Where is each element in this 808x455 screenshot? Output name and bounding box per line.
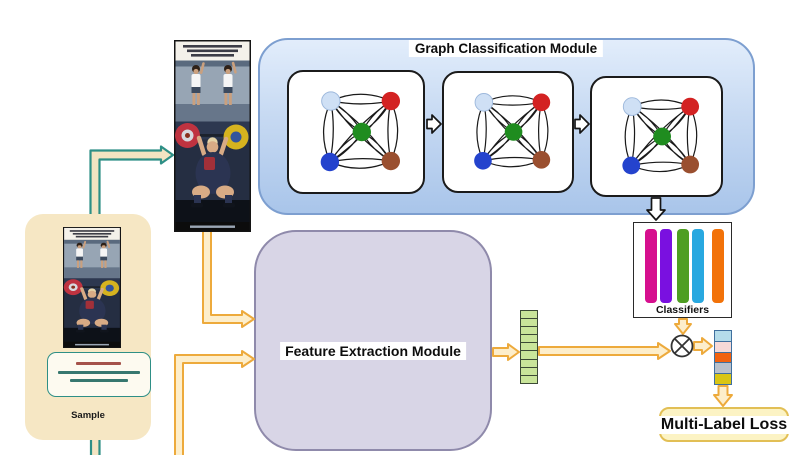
- graph-stage: [590, 76, 723, 197]
- caption-text-line: [58, 371, 140, 374]
- multi-label-loss-box: Multi-Label Loss: [657, 407, 791, 442]
- classifier-bar: [645, 229, 657, 303]
- graph-stage-svg: [622, 97, 700, 175]
- graph-node: [532, 151, 551, 169]
- graph-node: [681, 155, 700, 174]
- arrow-multiply-to-output: [693, 337, 713, 355]
- classifiers-label: Classifiers: [655, 304, 710, 316]
- feature-module-title: Feature Extraction Module: [280, 342, 466, 360]
- classifier-bar: [660, 229, 672, 303]
- graph-stage-svg: [320, 91, 401, 172]
- graph-node: [474, 151, 492, 170]
- graph-node: [320, 152, 340, 172]
- graph-node: [381, 151, 401, 171]
- multiply-icon: [670, 334, 694, 358]
- graph-node: [321, 91, 341, 111]
- graph-module-title: Graph Classification Module: [408, 40, 604, 57]
- graph-node: [352, 122, 371, 142]
- graph-node: [532, 93, 551, 112]
- sample-label: Sample: [71, 410, 105, 421]
- graph-node: [504, 123, 523, 141]
- arrow-feature-module-to-vector: [492, 343, 520, 361]
- output-vector-cell: [715, 352, 731, 364]
- classifiers-box: Classifiers: [633, 222, 732, 318]
- sample-panel: Sample: [25, 214, 151, 440]
- output-vector-cell: [715, 374, 731, 384]
- arrow-output-to-loss: [713, 385, 733, 407]
- arrow-sample-to-image: [89, 145, 175, 224]
- input-weightlifter-image: [174, 40, 251, 232]
- sample-caption-box: [47, 352, 151, 397]
- feature-vector-cell: [520, 374, 538, 385]
- classifier-bar: [712, 229, 724, 303]
- graph-node: [622, 156, 641, 175]
- graph-node: [474, 93, 494, 112]
- output-vector-cell: [715, 331, 731, 342]
- arrow-classifiers-to-multiply: [674, 318, 692, 335]
- graph-stage-svg: [474, 93, 551, 170]
- feature-extraction-module: [254, 230, 492, 451]
- output-vector-cell: [715, 341, 731, 353]
- graph-stage: [287, 70, 425, 194]
- graph-node: [381, 91, 401, 111]
- sample-thumbnail-image: [63, 227, 121, 348]
- graph-node: [681, 97, 700, 116]
- caption-text-line: [76, 362, 121, 365]
- classifier-bar: [692, 229, 704, 303]
- arrow-vector-to-multiply: [538, 342, 671, 360]
- arrow-input-to-feature-module: [174, 350, 255, 455]
- output-vector-cell: [715, 363, 731, 375]
- arrow-image-to-feature-module: [202, 229, 255, 328]
- graph-stage: [442, 71, 574, 193]
- caption-text-line: [70, 379, 128, 382]
- loss-label: Multi-Label Loss: [657, 415, 791, 434]
- graph-node: [653, 127, 671, 146]
- output-vector: [714, 330, 732, 385]
- graph-node: [622, 97, 642, 116]
- feature-vector: [520, 310, 538, 385]
- classifier-bar: [677, 229, 689, 303]
